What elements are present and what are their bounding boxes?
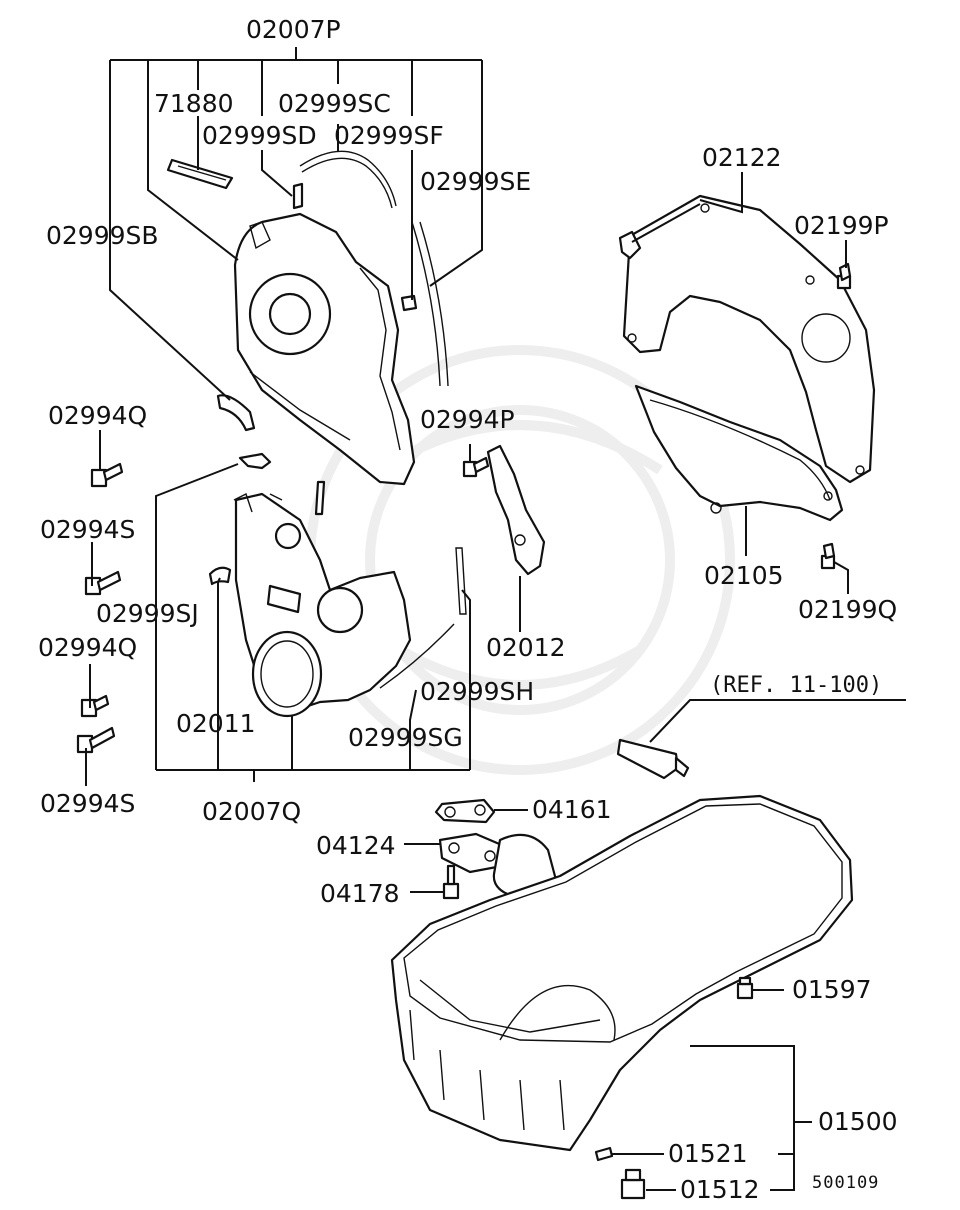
label-02999SE: 02999SE bbox=[420, 167, 531, 196]
label-02999SB: 02999SB bbox=[46, 221, 159, 250]
seal-02999SH bbox=[455, 547, 467, 615]
diagram-code: 500109 bbox=[812, 1173, 879, 1193]
seal-02999SG bbox=[379, 623, 455, 689]
label-04161: 04161 bbox=[532, 795, 612, 824]
label-02122: 02122 bbox=[702, 143, 782, 172]
label-02994Q-a: 02994Q bbox=[48, 401, 147, 430]
seal-02999SD bbox=[292, 182, 304, 210]
bolt-02994Q-a bbox=[90, 462, 124, 488]
oil-pan-01500 bbox=[390, 794, 854, 1152]
label-01597: 01597 bbox=[792, 975, 872, 1004]
bolt-02199P bbox=[836, 262, 852, 290]
label-02999SD: 02999SD bbox=[202, 121, 317, 150]
leader-lines bbox=[85, 47, 906, 1191]
label-02999SG: 02999SG bbox=[348, 723, 463, 752]
label-04124: 04124 bbox=[316, 831, 396, 860]
bolt-02199Q bbox=[820, 542, 836, 570]
label-02994S-b: 02994S bbox=[40, 789, 135, 818]
sealant-tube bbox=[616, 738, 690, 780]
bolt-02994S-b bbox=[76, 726, 116, 754]
label-02199P: 02199P bbox=[794, 211, 889, 240]
label-02012: 02012 bbox=[486, 633, 566, 662]
label-02999SH: 02999SH bbox=[420, 677, 534, 706]
clip-02122 bbox=[618, 230, 642, 260]
bolt-02994Q-b bbox=[80, 694, 110, 718]
label-02999SF: 02999SF bbox=[334, 121, 444, 150]
label-02007Q: 02007Q bbox=[202, 797, 301, 826]
oil-seal-02011 bbox=[251, 630, 323, 718]
label-02994Q-b: 02994Q bbox=[38, 633, 137, 662]
plate-02105 bbox=[634, 384, 844, 522]
label-01521: 01521 bbox=[668, 1139, 748, 1168]
label-02999SC: 02999SC bbox=[278, 89, 391, 118]
bolt-04178 bbox=[442, 864, 460, 900]
label-02994P: 02994P bbox=[420, 405, 515, 434]
label-01500: 01500 bbox=[818, 1107, 898, 1136]
label-02011: 02011 bbox=[176, 709, 256, 738]
label-02994S-a: 02994S bbox=[40, 515, 135, 544]
label-01512: 01512 bbox=[680, 1175, 760, 1204]
label-02105: 02105 bbox=[704, 561, 784, 590]
label-71880: 71880 bbox=[154, 89, 234, 118]
label-ref: (REF. 11-100) bbox=[710, 673, 882, 698]
seal-02999SJ bbox=[238, 452, 272, 470]
plate-02122 bbox=[622, 194, 876, 484]
bracket-02012 bbox=[486, 444, 546, 576]
label-04178: 04178 bbox=[320, 879, 400, 908]
upper-timing-cover bbox=[233, 212, 416, 486]
drain-plug-01512 bbox=[620, 1168, 646, 1200]
gasket-01521 bbox=[594, 1146, 614, 1162]
seal-02999SE bbox=[411, 221, 441, 387]
seal-02999SF bbox=[400, 294, 418, 312]
bolt-02994P bbox=[462, 456, 490, 478]
lower-timing-cover bbox=[233, 492, 412, 718]
watermark bbox=[305, 345, 735, 775]
seal-02999SB bbox=[216, 394, 256, 432]
seal-02999SC bbox=[299, 150, 397, 207]
label-02199Q: 02199Q bbox=[798, 595, 897, 624]
plug-01597 bbox=[736, 976, 754, 1000]
label-02999SJ: 02999SJ bbox=[96, 599, 199, 628]
labels: 02007P 71880 02999SC 02999SD 02999SF 029… bbox=[38, 15, 898, 1204]
label-02007P: 02007P bbox=[246, 15, 341, 44]
gasket-71880 bbox=[166, 158, 234, 190]
